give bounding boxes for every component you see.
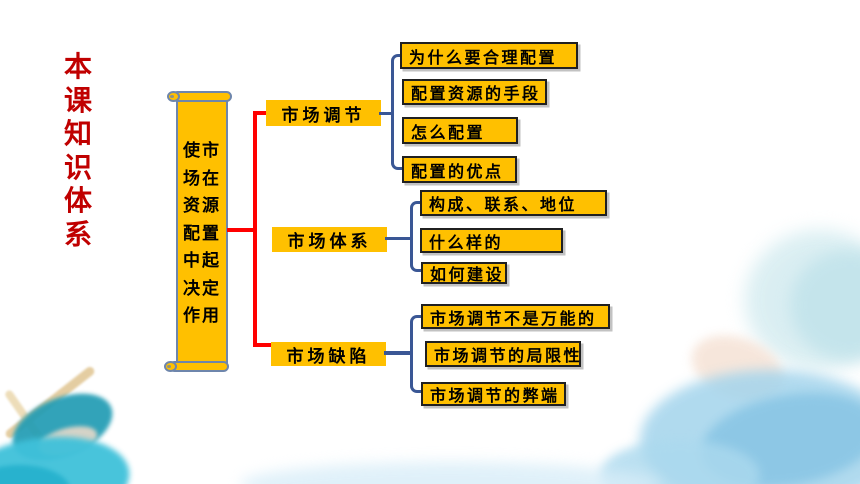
scroll-text: 使市场在资源配置中起决定作用 — [183, 141, 221, 326]
leaf-box: 什么样的 — [420, 228, 563, 253]
leaf-box: 如何建设 — [421, 262, 507, 284]
leaf-label: 市场调节的弊端 — [430, 386, 560, 405]
root-connector-stub-bottom — [257, 343, 272, 347]
watercolor-teal-blob-icon — [2, 380, 123, 474]
branch-box-market-system: 市场体系 — [272, 227, 387, 252]
watercolor-blue-blob-icon — [693, 380, 860, 484]
branch3-bracket — [410, 315, 421, 393]
brush-stroke-tan-icon — [3, 365, 97, 440]
scroll-bottom-ring-icon — [164, 361, 177, 372]
watercolor-cyan-blob-icon — [0, 426, 136, 484]
leaf-label: 构成、联系、地位 — [429, 195, 578, 214]
leaf-label: 配置的优点 — [411, 161, 504, 181]
leaf-box: 市场调节的弊端 — [421, 382, 566, 406]
watercolor-peach-blob-icon — [35, 420, 101, 462]
scroll-top-roll-icon — [172, 91, 232, 102]
branch3-connector-stub — [384, 351, 411, 355]
branch-box-market-defects: 市场缺陷 — [271, 342, 386, 367]
brush-stroke-tan-icon — [3, 388, 57, 460]
leaf-box: 为什么要合理配置 — [400, 42, 578, 69]
watercolor-cyan-blob-icon — [0, 465, 70, 484]
watercolor-blue-blob-icon — [640, 370, 860, 484]
leaf-label: 市场调节不是万能的 — [430, 308, 597, 328]
leaf-box: 构成、联系、地位 — [420, 190, 607, 216]
scroll-bottom-roll-icon — [169, 361, 229, 372]
watercolor-teal-wash-icon — [745, 230, 860, 370]
root-connector-stub-scroll — [227, 228, 254, 232]
leaf-label: 市场调节的局限性 — [434, 346, 583, 365]
root-connector-stub-top — [257, 111, 267, 115]
leaf-label: 配置资源的手段 — [411, 84, 541, 103]
page-title: 本课知识体系 — [63, 50, 92, 251]
watercolor-blue-blob-icon — [600, 440, 760, 484]
branch-box-market-regulation: 市场调节 — [266, 100, 381, 126]
branch-label: 市场调节 — [281, 105, 366, 126]
branch1-connector-stub — [379, 111, 392, 115]
leaf-label: 什么样的 — [429, 232, 504, 252]
root-connector-vertical — [253, 111, 257, 347]
branch1-bracket — [391, 54, 403, 170]
leaf-label: 如何建设 — [430, 265, 505, 284]
branch-label: 市场体系 — [287, 232, 372, 252]
leaf-label: 怎么配置 — [411, 122, 486, 142]
branch2-bracket — [410, 201, 421, 272]
leaf-box: 配置资源的手段 — [402, 79, 547, 105]
leaf-box: 配置的优点 — [402, 156, 517, 183]
leaf-box: 市场调节的局限性 — [425, 341, 581, 367]
branch-label: 市场缺陷 — [286, 346, 371, 367]
leaf-box: 怎么配置 — [402, 117, 518, 144]
leaf-box: 市场调节不是万能的 — [421, 304, 610, 329]
scroll-top-ring-icon — [167, 91, 180, 102]
watercolor-teal-wash-icon — [790, 250, 860, 360]
branch2-connector-stub — [385, 236, 411, 240]
watercolor-salmon-blob-icon — [682, 323, 793, 413]
scroll-body — [176, 98, 228, 366]
watercolor-blue-strip-icon — [240, 462, 660, 484]
leaf-label: 为什么要合理配置 — [409, 47, 558, 67]
